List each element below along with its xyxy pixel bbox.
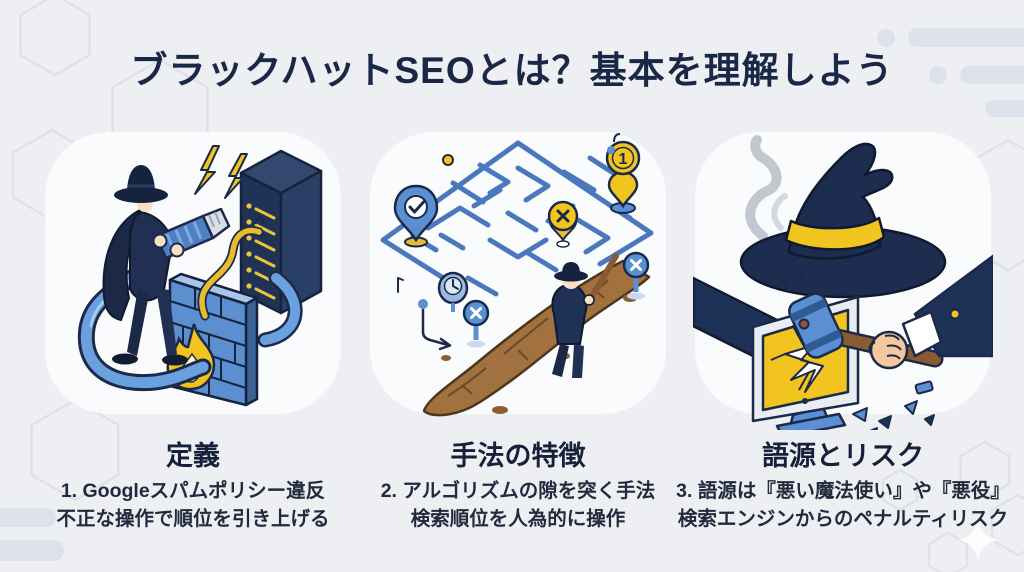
section-line: 1. Googleスパムポリシー違反 — [60, 480, 326, 502]
hacker-cable-server-firewall-illustration — [43, 118, 343, 430]
map-pin-check-icon — [393, 184, 439, 248]
impact-marks — [778, 265, 805, 292]
smoke-icon — [745, 135, 788, 241]
section-line: 2. アルゴリズムの隙を突く手法 — [380, 480, 656, 502]
map-pin-x-blue-icon — [622, 251, 650, 300]
arrow-icon — [421, 308, 452, 351]
lightning-icon — [194, 145, 248, 199]
yellow-cable — [197, 226, 264, 321]
hacker-figure — [102, 165, 188, 366]
hand — [169, 242, 185, 258]
hand-holding-gavel — [868, 254, 993, 370]
infographic-title: ブラックハットSEOとは？基本を理解しよう — [130, 50, 894, 91]
section-heading-method: 手法の特徴 — [450, 441, 586, 471]
compass-icon — [437, 271, 469, 312]
section-etymology-risk: 語源とリスク 3. 語源は『悪い魔法使い』や『悪役』 検索エンジンからのペナルテ… — [666, 118, 1020, 534]
section-heading-etymology: 語源とリスク — [762, 441, 924, 471]
map-pin-x-blue-icon — [462, 299, 490, 348]
witch-hat-icon — [739, 142, 947, 299]
digger-figure — [551, 253, 619, 378]
spark-mark — [254, 214, 266, 225]
dot-decor — [607, 146, 615, 154]
gavel-illustration-svg — [693, 132, 993, 430]
section-line: 不正な操作で順位を引き上げる — [56, 507, 330, 530]
hacker-illustration-svg — [45, 132, 341, 414]
witch-hat-gavel-illustration — [693, 118, 993, 430]
dot-decor — [418, 299, 428, 309]
dot-decor — [442, 154, 454, 166]
section-method-features: 1 — [366, 118, 670, 534]
maze-illustration-svg: 1 — [370, 132, 666, 417]
note-decor — [397, 277, 404, 293]
tick-decor — [613, 133, 621, 143]
section-line: 3. 語源は『悪い魔法使い』や『悪役』 — [676, 480, 1010, 502]
section-definition: 定義 1. Googleスパムポリシー違反 不正な操作で順位を引き上げる — [18, 118, 368, 534]
map-pin-number-one-icon: 1 — [605, 140, 641, 214]
section-line: 検索エンジンからのペナルティリスク — [677, 507, 1009, 530]
glass-shards — [852, 380, 935, 430]
pin-number-label: 1 — [619, 151, 628, 168]
section-line: 検索順位を人為的に操作 — [410, 507, 626, 530]
maze-shortcut-illustration: 1 — [368, 118, 668, 430]
map-pin-x-yellow-icon — [547, 200, 579, 248]
hand — [152, 233, 168, 249]
section-heading-definition: 定義 — [166, 441, 220, 471]
server-cable — [257, 270, 303, 348]
